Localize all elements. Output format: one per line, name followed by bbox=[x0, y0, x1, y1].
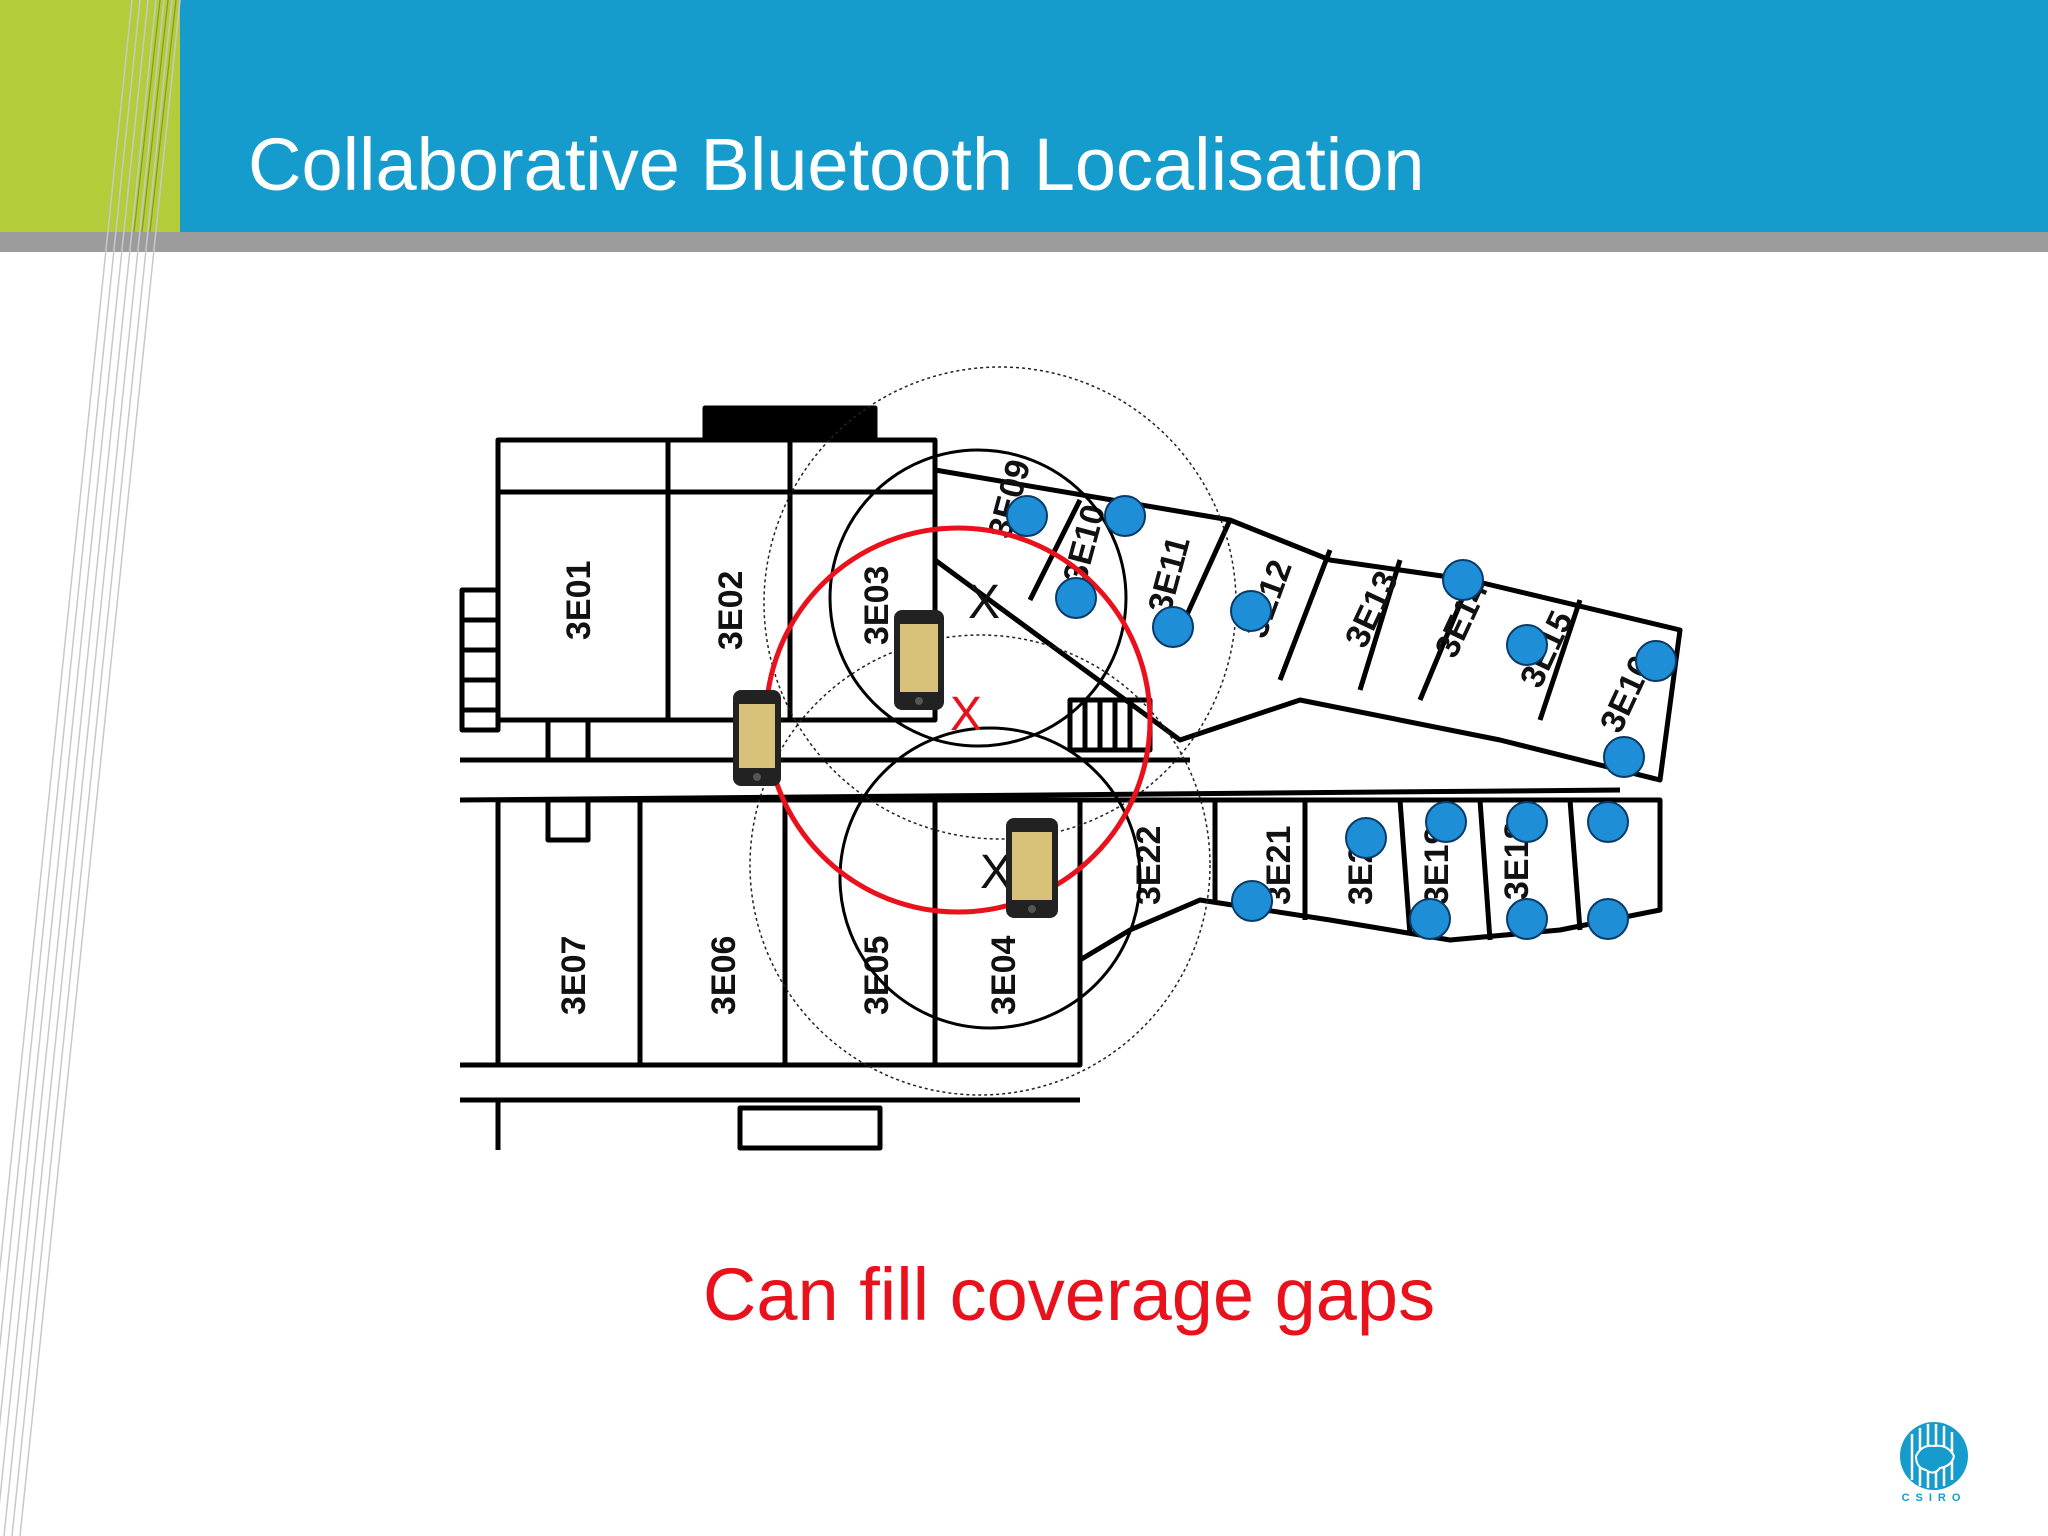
bluetooth-beacon-icon bbox=[1230, 590, 1272, 632]
room-label: 3E04 bbox=[985, 936, 1023, 1015]
logo-text: CSIRO bbox=[1901, 1492, 1967, 1504]
phone-icon bbox=[733, 690, 781, 786]
slide-title: Collaborative Bluetooth Localisation bbox=[248, 123, 1425, 206]
coverage-range bbox=[838, 726, 1142, 1030]
unknown-position-marker: X bbox=[968, 576, 1000, 629]
bluetooth-beacon-icon bbox=[1506, 898, 1548, 940]
room-label: 3E06 bbox=[705, 936, 743, 1015]
bluetooth-beacon-icon bbox=[1231, 880, 1273, 922]
header-shadow bbox=[0, 232, 2048, 252]
header-band bbox=[0, 0, 2048, 232]
csiro-logo-icon: CSIRO bbox=[1892, 1418, 1976, 1508]
estimated-position-marker: X bbox=[950, 688, 982, 741]
phone-icon bbox=[1006, 818, 1058, 918]
bluetooth-beacon-icon bbox=[1345, 817, 1387, 859]
bluetooth-beacon-icon bbox=[1104, 495, 1146, 537]
room-label: 3E01 bbox=[560, 561, 598, 640]
room-label: 3E13 bbox=[1338, 565, 1406, 653]
bluetooth-beacon-icon bbox=[1506, 801, 1548, 843]
bluetooth-beacon-icon bbox=[1409, 898, 1451, 940]
bluetooth-beacon-icon bbox=[1587, 898, 1629, 940]
bluetooth-beacon-icon bbox=[1442, 559, 1484, 601]
phone-icon bbox=[894, 610, 944, 710]
bluetooth-beacon-icon bbox=[1425, 801, 1467, 843]
coverage-range bbox=[828, 448, 1128, 748]
accent-bar bbox=[0, 0, 180, 232]
bluetooth-beacon-icon bbox=[1506, 624, 1548, 666]
bluetooth-beacon-icon bbox=[1587, 801, 1629, 843]
caption: Can fill coverage gaps bbox=[702, 1253, 1436, 1336]
bluetooth-beacon-icon bbox=[1055, 577, 1097, 619]
bluetooth-beacon-icon bbox=[1635, 640, 1677, 682]
coverage-range-large bbox=[749, 634, 1211, 1096]
room-label: 3E07 bbox=[555, 936, 593, 1015]
bluetooth-beacon-icon bbox=[1006, 495, 1048, 537]
room-label: 3E02 bbox=[712, 571, 750, 650]
bluetooth-beacon-icon bbox=[1152, 606, 1194, 648]
bluetooth-beacon-icon bbox=[1603, 736, 1645, 778]
room-label: 3E03 bbox=[858, 566, 896, 645]
